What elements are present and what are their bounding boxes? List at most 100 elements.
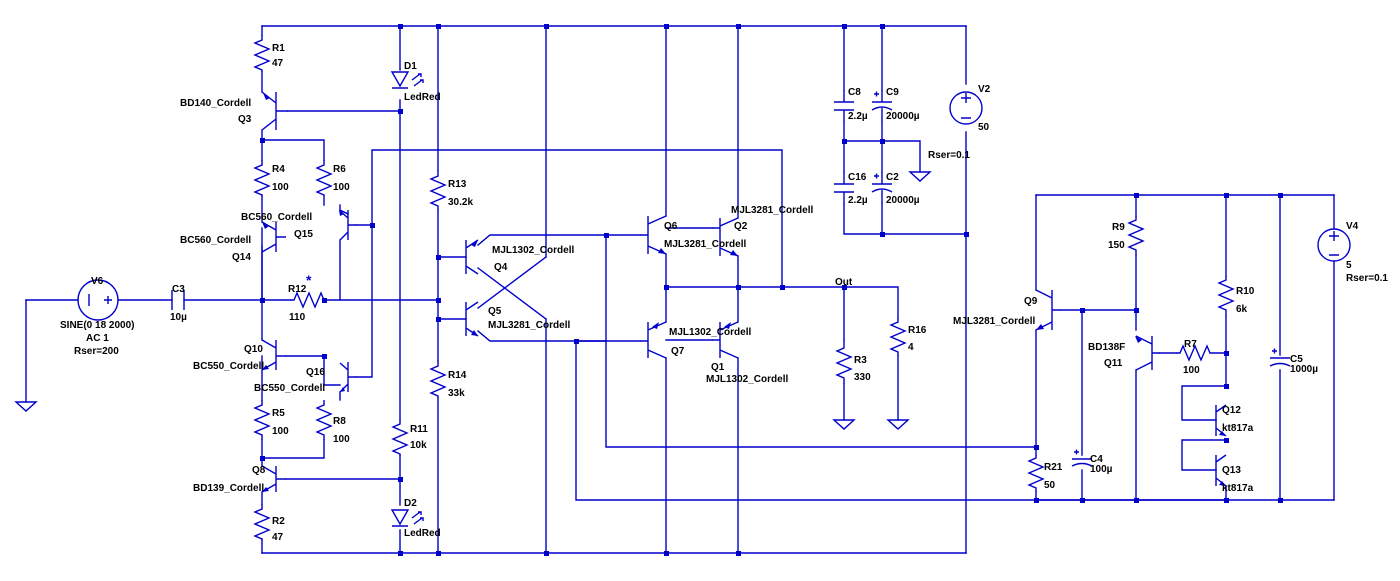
resistor-r10-symbol	[1217, 276, 1235, 316]
label-c2-value: 20000µ	[886, 195, 920, 206]
transistor-q5-symbol	[465, 301, 479, 337]
label-r9-value: 150	[1108, 240, 1125, 251]
label-v2-ref: V2	[978, 84, 991, 95]
label-c4-ref: C4	[1090, 454, 1103, 465]
label-q15-ref: Q15	[294, 229, 313, 240]
label-d1-value: LedRed	[404, 92, 441, 103]
label-v6-ref: V6	[91, 276, 104, 287]
label-q1-ref: Q1	[711, 362, 725, 373]
label-r11-ref: R11	[410, 424, 428, 435]
label-r16-value: 4	[908, 342, 914, 353]
capacitor-c3-symbol	[171, 290, 185, 310]
label-q3-ref: Q3	[238, 114, 252, 125]
label-q1-value: MJL1302_Cordell	[706, 374, 788, 385]
label-v6-ac: AC 1	[86, 333, 109, 344]
capacitors	[171, 90, 1291, 467]
resistor-r21-symbol	[1027, 455, 1045, 492]
transistor-q11-symbol	[1135, 335, 1160, 371]
source-v6-symbol	[77, 279, 119, 321]
label-r9-ref: R9	[1112, 222, 1125, 233]
label-c8-value: 2.2µ	[848, 111, 868, 122]
resistor-r14-symbol	[429, 360, 447, 398]
label-r13-ref: R13	[448, 179, 467, 190]
transistor-q15-symbol	[339, 210, 356, 241]
label-r12-ref: R12	[288, 284, 307, 295]
resistor-r13-symbol	[429, 170, 447, 210]
label-q13-ref: Q13	[1222, 465, 1241, 476]
label-r10-value: 6k	[1236, 304, 1248, 315]
led-d2-symbol	[390, 509, 424, 527]
grounds	[14, 171, 932, 430]
label-r14-value: 33k	[448, 388, 465, 399]
voltage-sources	[77, 91, 1351, 321]
label-r13-value: 30.2k	[448, 197, 473, 208]
label-q11-ref: Q11	[1104, 358, 1123, 369]
label-q4-value: MJL1302_Cordell	[492, 245, 574, 256]
transistor-q12-symbol	[1215, 404, 1227, 437]
ground-symbol	[14, 401, 38, 412]
label-v2-param: Rser=0.1	[928, 150, 970, 161]
label-q7-ref: Q7	[671, 346, 685, 357]
capacitor-c16-symbol	[834, 172, 854, 204]
source-v2-symbol	[949, 91, 983, 125]
ground-symbol	[908, 171, 932, 182]
label-d1-ref: D1	[404, 61, 417, 72]
label-r6-ref: R6	[333, 164, 346, 175]
capacitor-c4-symbol	[1071, 449, 1093, 467]
label-q14-value: BC560_Cordell	[180, 235, 251, 246]
label-c9-value: 20000µ	[886, 111, 920, 122]
label-r10-ref: R10	[1236, 286, 1255, 297]
label-r3-ref: R3	[854, 355, 867, 366]
label-r8-ref: R8	[333, 416, 346, 427]
label-r12-value: 110	[289, 312, 306, 323]
resistor-r8-symbol	[315, 400, 333, 440]
label-r2-value: 47	[272, 532, 284, 543]
label-r1-ref: R1	[272, 43, 285, 54]
transistor-q8-symbol	[261, 465, 286, 493]
label-q15-value: BC560_Cordell	[241, 212, 312, 223]
label-v4-param: Rser=0.1	[1346, 273, 1388, 284]
label-r4-value: 100	[272, 182, 289, 193]
leds	[390, 71, 424, 527]
resistor-r3-symbol	[835, 340, 853, 384]
resistor-r2-symbol	[253, 504, 271, 540]
label-c8-ref: C8	[848, 87, 861, 98]
label-r21-value: 50	[1044, 480, 1056, 491]
label-q3-value: BD140_Cordell	[180, 98, 251, 109]
transistor-q9-symbol	[1035, 289, 1060, 331]
transistor-q10-symbol	[261, 339, 286, 371]
label-d2-ref: D2	[404, 498, 417, 509]
capacitor-c9-symbol	[871, 90, 893, 122]
label-r8-value: 100	[333, 434, 350, 445]
resistor-r5-symbol	[253, 400, 271, 440]
label-v6-value: SINE(0 18 2000)	[60, 320, 135, 331]
label-r1-value: 47	[272, 58, 284, 69]
label-c16-value: 2.2µ	[848, 195, 868, 206]
label-c9-ref: C9	[886, 87, 899, 98]
transistor-q4-symbol	[465, 239, 479, 275]
label-q10-value: BC550_Cordell	[193, 361, 264, 372]
label-c3-value: 10µ	[170, 312, 187, 323]
capacitor-c8-symbol	[834, 90, 854, 122]
label-r12-mark: *	[306, 272, 312, 288]
ground-symbol	[886, 419, 910, 430]
label-r11-value: 10k	[410, 440, 427, 451]
label-q9-ref: Q9	[1024, 296, 1038, 307]
label-d2-value: LedRed	[404, 528, 441, 539]
transistor-q14-symbol	[261, 221, 286, 253]
label-r21-ref: R21	[1044, 462, 1063, 473]
label-q2-ref: Q2	[734, 221, 748, 232]
label-c5-value: 1000µ	[1290, 364, 1318, 375]
label-q14-ref: Q14	[232, 252, 251, 263]
label-q10-ref: Q10	[244, 344, 263, 355]
transistor-q3-symbol	[261, 91, 288, 131]
label-q6-value: MJL3281_Cordell	[664, 239, 746, 250]
label-c2-ref: C2	[886, 172, 899, 183]
transistor-q1-symbol	[712, 321, 739, 359]
label-c4-value: 100µ	[1090, 464, 1113, 475]
resistor-r11-symbol	[391, 420, 409, 456]
resistor-r12-symbol	[290, 291, 325, 309]
label-c16-ref: C16	[848, 172, 867, 183]
label-r5-value: 100	[272, 426, 289, 437]
